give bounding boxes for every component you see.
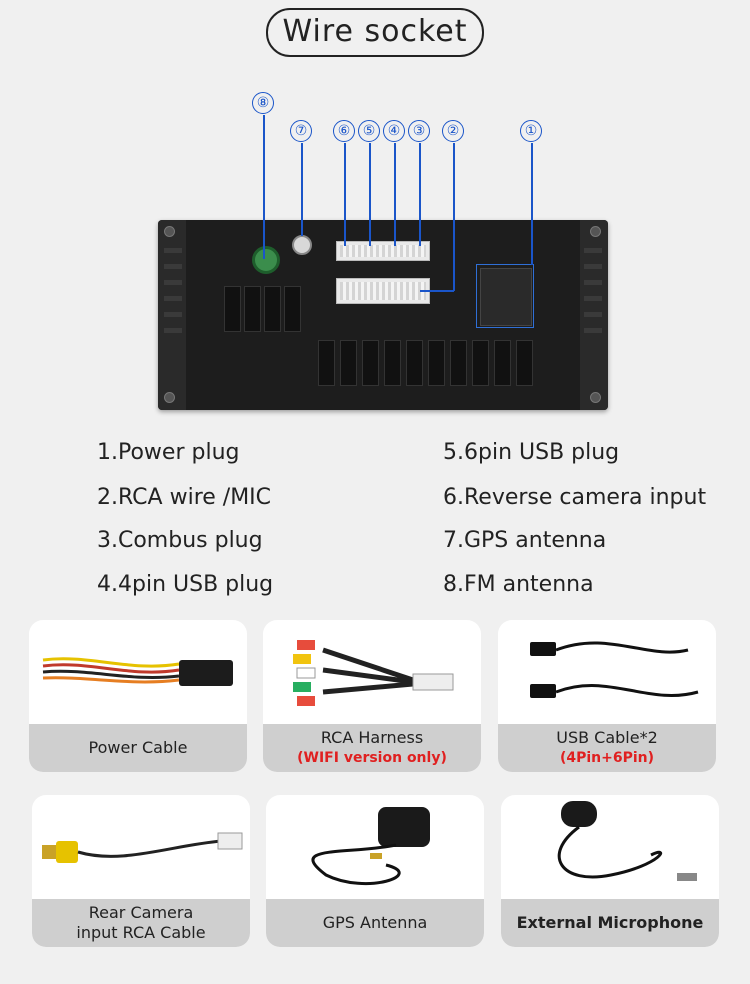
rear-camera-cable-image bbox=[42, 832, 243, 863]
card-caption: USB Cable*2 (4Pin+6Pin) bbox=[498, 724, 716, 772]
screw-icon bbox=[590, 392, 601, 403]
slot bbox=[284, 286, 301, 332]
legend-item: 2.RCA wire /MIC bbox=[97, 485, 272, 510]
rca-harness-image bbox=[293, 640, 454, 706]
card-caption: External Microphone bbox=[501, 899, 719, 947]
legend-item: 5.6pin USB plug bbox=[443, 440, 620, 465]
card-rear-camera: Rear Camera input RCA Cable bbox=[32, 795, 250, 947]
card-usb-cable: USB Cable*2 (4Pin+6Pin) bbox=[498, 620, 716, 772]
card-microphone: External Microphone bbox=[501, 795, 719, 947]
legend-item: 4.4pin USB plug bbox=[97, 572, 274, 597]
slot bbox=[224, 286, 241, 332]
leader-line bbox=[420, 290, 454, 292]
vent bbox=[164, 328, 182, 333]
legend-item: 8.FM antenna bbox=[443, 572, 594, 597]
card-label: Power Cable bbox=[88, 738, 188, 757]
microphone-image bbox=[557, 801, 697, 881]
leader-line bbox=[369, 143, 371, 246]
title-wrap: Wire socket bbox=[0, 8, 750, 57]
vent bbox=[164, 296, 182, 301]
slot bbox=[244, 286, 261, 332]
gps-antenna-image bbox=[311, 807, 430, 886]
marker-4: ④ bbox=[383, 120, 405, 142]
vent bbox=[584, 280, 602, 285]
slot bbox=[318, 340, 335, 386]
slot bbox=[264, 286, 281, 332]
marker-8: ⑧ bbox=[252, 92, 274, 114]
vent bbox=[584, 296, 602, 301]
vent bbox=[164, 264, 182, 269]
leader-line bbox=[531, 143, 533, 265]
connector-lower bbox=[336, 278, 430, 304]
vent bbox=[584, 248, 602, 253]
leader-line bbox=[453, 143, 455, 291]
screw-icon bbox=[164, 392, 175, 403]
card-sublabel: (WIFI version only) bbox=[297, 750, 447, 766]
slot bbox=[428, 340, 445, 386]
leader-line bbox=[263, 115, 265, 259]
screw-icon bbox=[590, 226, 601, 237]
power-plug-highlight bbox=[476, 264, 534, 328]
slot bbox=[450, 340, 467, 386]
marker-2: ② bbox=[442, 120, 464, 142]
card-label: Rear Camera bbox=[88, 903, 194, 922]
slot bbox=[384, 340, 401, 386]
slot bbox=[340, 340, 357, 386]
legend-item: 1.Power plug bbox=[97, 440, 240, 465]
card-caption: Rear Camera input RCA Cable bbox=[32, 899, 250, 947]
vent bbox=[584, 264, 602, 269]
slot bbox=[406, 340, 423, 386]
gps-antenna-jack bbox=[292, 235, 312, 255]
leader-line bbox=[394, 143, 396, 246]
screw-icon bbox=[164, 226, 175, 237]
slot bbox=[362, 340, 379, 386]
card-label: GPS Antenna bbox=[322, 913, 428, 932]
card-rca-harness: RCA Harness (WIFI version only) bbox=[263, 620, 481, 772]
leader-line bbox=[344, 143, 346, 246]
connector-upper bbox=[336, 241, 430, 261]
leader-line bbox=[301, 143, 303, 236]
card-gps-antenna: GPS Antenna bbox=[266, 795, 484, 947]
card-label: External Microphone bbox=[516, 913, 704, 932]
legend: 1.Power plug 2.RCA wire /MIC 3.Combus pl… bbox=[0, 436, 750, 616]
slot bbox=[494, 340, 511, 386]
vent bbox=[164, 248, 182, 253]
marker-5: ⑤ bbox=[358, 120, 380, 142]
marker-3: ③ bbox=[408, 120, 430, 142]
marker-1: ① bbox=[520, 120, 542, 142]
leader-line bbox=[419, 143, 421, 246]
card-caption: Power Cable bbox=[29, 724, 247, 772]
fm-antenna-jack bbox=[252, 246, 280, 274]
slot bbox=[516, 340, 533, 386]
vent bbox=[584, 312, 602, 317]
power-plug-socket bbox=[480, 268, 532, 326]
vent bbox=[164, 312, 182, 317]
vent bbox=[584, 328, 602, 333]
slot bbox=[472, 340, 489, 386]
power-cable-image bbox=[42, 657, 233, 686]
marker-6: ⑥ bbox=[333, 120, 355, 142]
usb-cable-image bbox=[530, 641, 699, 698]
page-title: Wire socket bbox=[266, 8, 484, 57]
card-label: RCA Harness bbox=[320, 728, 424, 747]
card-label-line2: input RCA Cable bbox=[76, 923, 206, 942]
unit-diagram: ⑧ ⑦ ⑥ ⑤ ④ ③ ② ① bbox=[150, 88, 620, 418]
card-caption: GPS Antenna bbox=[266, 899, 484, 947]
card-sublabel: (4Pin+6Pin) bbox=[559, 750, 655, 766]
legend-item: 6.Reverse camera input bbox=[443, 485, 707, 510]
marker-7: ⑦ bbox=[290, 120, 312, 142]
card-power-cable: Power Cable bbox=[29, 620, 247, 772]
legend-item: 7.GPS antenna bbox=[443, 528, 607, 553]
card-label: USB Cable*2 bbox=[556, 728, 658, 747]
legend-item: 3.Combus plug bbox=[97, 528, 263, 553]
card-caption: RCA Harness (WIFI version only) bbox=[263, 724, 481, 772]
vent bbox=[164, 280, 182, 285]
